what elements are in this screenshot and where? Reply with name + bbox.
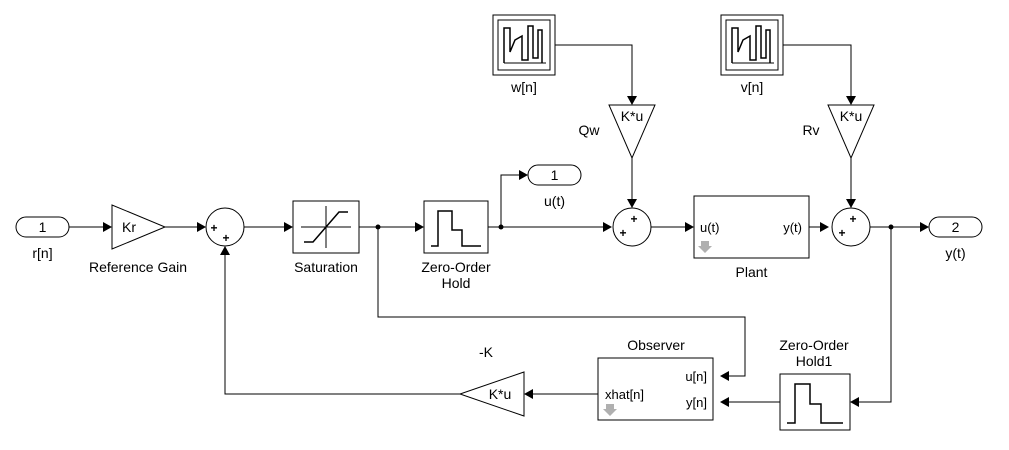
- wire-v-to-rv: [783, 44, 852, 97]
- arrowhead: [720, 371, 729, 381]
- gain-k-text: K*u: [489, 386, 512, 402]
- gain-kr-text: Kr: [122, 219, 136, 235]
- noise-source-w[interactable]: [492, 14, 556, 76]
- arrowhead: [519, 170, 528, 180]
- arrowhead: [197, 222, 206, 232]
- arrowhead: [603, 222, 612, 232]
- arrowhead: [920, 222, 929, 232]
- gain-rv[interactable]: K*u: [827, 104, 875, 160]
- sum-2[interactable]: + +: [612, 207, 652, 247]
- outport-u[interactable]: 1: [527, 164, 582, 186]
- arrowhead: [846, 199, 856, 208]
- saturation-icon: [304, 211, 348, 243]
- noise-source-v-inner: [725, 19, 779, 71]
- zoh-step-icon: [431, 210, 481, 247]
- gain-kr-label: Reference Gain: [89, 259, 187, 275]
- outport-u-label: u(t): [544, 193, 565, 209]
- zoh-label-line1: Zero-Order: [421, 259, 491, 275]
- wire-w-to-qw: [555, 44, 633, 97]
- arrowhead: [720, 397, 729, 407]
- observer-port-marker-icon: [603, 404, 617, 416]
- arrowhead: [685, 222, 694, 232]
- wire-k-to-sum1: [224, 254, 460, 395]
- noise-source-v-label: v[n]: [741, 79, 764, 95]
- sum-2-sign-top: +: [630, 212, 637, 226]
- outport-y[interactable]: 2: [928, 216, 983, 238]
- plant-label: Plant: [736, 264, 768, 280]
- saturation-label: Saturation: [294, 259, 358, 275]
- observer-port-in-y: y[n]: [686, 395, 707, 410]
- noise-source-w-inner: [497, 19, 551, 71]
- sum-3-sign-top: +: [849, 212, 856, 226]
- gain-rv-label: Rv: [802, 122, 819, 138]
- inport-r-number: 1: [39, 219, 47, 235]
- zero-order-hold1-block[interactable]: [779, 373, 851, 431]
- gain-kr[interactable]: Kr: [111, 204, 167, 250]
- arrowhead: [820, 222, 829, 232]
- arrowhead: [627, 96, 637, 105]
- gain-qw-text: K*u: [621, 108, 644, 124]
- outport-y-number: 2: [952, 219, 960, 235]
- arrowhead: [284, 222, 293, 232]
- plant-port-out: y(t): [783, 220, 802, 235]
- plant-block[interactable]: u(t) y(t): [693, 195, 810, 259]
- wire-sat-to-observer: [377, 227, 746, 377]
- sum-3-sign-left: +: [838, 226, 845, 240]
- arrowhead: [103, 222, 112, 232]
- arrowhead: [415, 222, 424, 232]
- inport-r[interactable]: 1: [15, 216, 70, 238]
- arrowhead: [220, 246, 230, 255]
- saturation-block[interactable]: [292, 200, 360, 254]
- outport-y-label: y(t): [945, 245, 965, 261]
- sum-1-sign-left: +: [210, 221, 217, 235]
- gain-rv-text: K*u: [840, 108, 863, 124]
- gain-qw[interactable]: K*u: [608, 104, 656, 160]
- observer-port-out: xhat[n]: [605, 387, 644, 402]
- wire-sum3-to-zoh1: [858, 227, 892, 403]
- plant-port-in: u(t): [700, 220, 720, 235]
- sum-2-sign-left: +: [619, 226, 626, 240]
- outport-u-number: 1: [551, 167, 559, 183]
- noise-waveform-icon: [731, 25, 771, 63]
- arrowhead: [846, 96, 856, 105]
- arrowhead: [850, 397, 859, 407]
- zoh1-label-line1: Zero-Order: [779, 337, 849, 353]
- noise-source-w-label: w[n]: [510, 79, 537, 95]
- zoh1-step-icon: [787, 383, 843, 424]
- gain-k-label: -K: [479, 344, 494, 360]
- gain-qw-label: Qw: [579, 122, 601, 138]
- noise-waveform-icon: [503, 25, 543, 63]
- arrowhead: [627, 199, 637, 208]
- zero-order-hold-block[interactable]: [423, 200, 489, 254]
- noise-source-v[interactable]: [720, 14, 784, 76]
- gain-k[interactable]: K*u: [458, 371, 525, 417]
- plant-port-marker-icon: [698, 241, 712, 253]
- observer-port-in-u: u[n]: [685, 369, 707, 384]
- wires: [69, 44, 929, 407]
- inport-r-label: r[n]: [32, 245, 52, 261]
- sum-1-sign-bottom: +: [222, 231, 229, 245]
- zoh-label-line2: Hold: [442, 275, 471, 291]
- observer-label: Observer: [627, 337, 685, 353]
- wire-zoh-to-out-u: [500, 174, 520, 227]
- sum-3[interactable]: + +: [831, 207, 871, 247]
- arrowhead: [524, 389, 533, 399]
- sum-1[interactable]: + +: [205, 207, 245, 247]
- observer-block[interactable]: u[n] y[n] xhat[n]: [597, 357, 714, 421]
- zoh1-label-line2: Hold1: [796, 353, 833, 369]
